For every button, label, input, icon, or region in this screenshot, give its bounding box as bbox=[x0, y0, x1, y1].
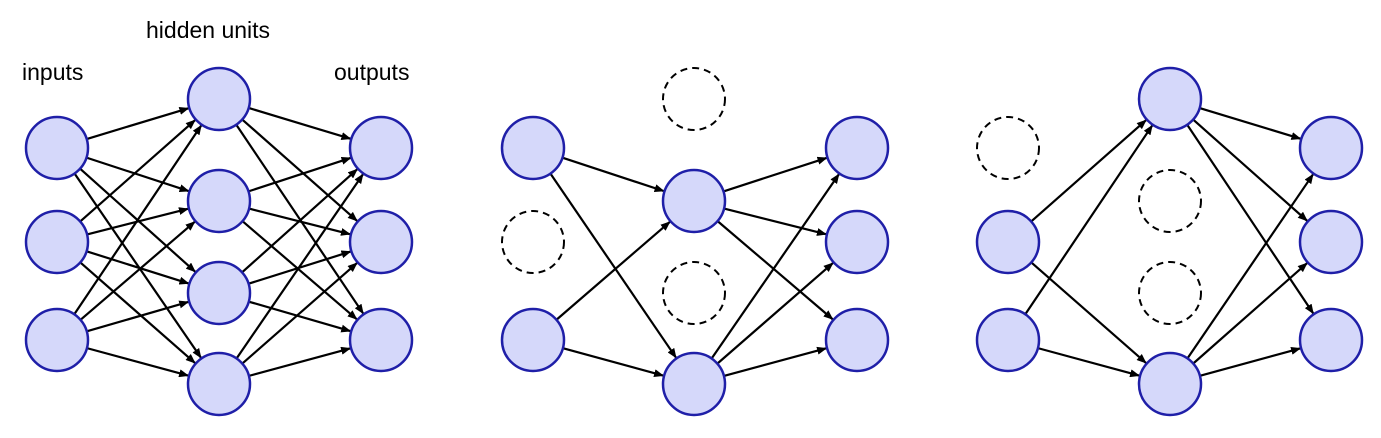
edge-input-1-hidden-3 bbox=[79, 261, 196, 364]
edge-input-1-hidden-2 bbox=[86, 250, 190, 285]
edge-hidden-1-output-0 bbox=[248, 156, 352, 193]
hidden-node-1 bbox=[186, 168, 252, 234]
output-node-1 bbox=[348, 209, 414, 275]
input-node-0 bbox=[24, 115, 90, 181]
input-node-1-dropped bbox=[501, 210, 565, 274]
edge-hidden-0-output-1 bbox=[1192, 118, 1308, 222]
output-node-1 bbox=[824, 209, 890, 275]
edge-input-1-hidden-0 bbox=[79, 119, 196, 223]
edge-input-2-hidden-0 bbox=[1024, 124, 1154, 315]
edge-hidden-0-output-0 bbox=[1199, 106, 1302, 140]
edge-hidden-0-output-2 bbox=[235, 124, 365, 315]
input-node-0 bbox=[500, 115, 566, 181]
input-node-0-dropped bbox=[976, 116, 1040, 180]
edge-input-2-hidden-1 bbox=[79, 221, 196, 321]
edge-input-2-hidden-1 bbox=[555, 221, 671, 321]
edge-hidden-3-output-1 bbox=[241, 262, 358, 365]
edge-input-2-hidden-3 bbox=[1037, 347, 1141, 378]
nodes bbox=[24, 66, 414, 417]
edge-input-2-hidden-3 bbox=[86, 347, 190, 378]
edge-hidden-2-output-2 bbox=[248, 300, 352, 333]
hidden-node-1-dropped bbox=[1138, 169, 1202, 233]
edge-hidden-1-output-0 bbox=[723, 156, 828, 193]
input-node-1 bbox=[975, 209, 1041, 275]
output-node-0 bbox=[824, 115, 890, 181]
edge-hidden-0-output-1 bbox=[241, 118, 358, 222]
input-node-1 bbox=[24, 209, 90, 275]
hidden-node-2 bbox=[186, 260, 252, 326]
edges bbox=[73, 106, 365, 378]
output-node-0 bbox=[348, 115, 414, 181]
edge-input-2-hidden-3 bbox=[562, 347, 665, 378]
edge-input-0-hidden-1 bbox=[86, 156, 190, 193]
output-node-2 bbox=[1298, 307, 1364, 373]
thinned-network-a bbox=[500, 67, 890, 417]
output-node-1 bbox=[1298, 209, 1364, 275]
hidden-node-0 bbox=[1137, 66, 1203, 132]
edge-hidden-3-output-0 bbox=[1186, 173, 1314, 360]
full-network bbox=[24, 66, 414, 417]
input-node-2 bbox=[500, 307, 566, 373]
edge-hidden-1-output-2 bbox=[716, 220, 834, 321]
nodes bbox=[975, 66, 1364, 417]
edge-input-2-hidden-2 bbox=[86, 300, 190, 333]
edges bbox=[1024, 106, 1315, 378]
input-node-2 bbox=[975, 307, 1041, 373]
input-node-2 bbox=[24, 307, 90, 373]
hidden-units-label: hidden units bbox=[146, 17, 270, 43]
output-node-0 bbox=[1298, 115, 1364, 181]
thinned-network-b bbox=[975, 66, 1364, 417]
networks-layer bbox=[24, 66, 1364, 417]
edge-input-2-hidden-0 bbox=[73, 124, 203, 315]
hidden-node-3 bbox=[186, 351, 252, 417]
edge-hidden-2-output-0 bbox=[241, 168, 358, 274]
hidden-node-3 bbox=[1137, 351, 1203, 417]
edge-input-0-hidden-3 bbox=[549, 172, 677, 359]
inputs-label: inputs bbox=[22, 59, 83, 85]
hidden-node-2-dropped bbox=[662, 261, 726, 325]
edge-input-0-hidden-3 bbox=[73, 172, 202, 359]
edge-hidden-0-output-0 bbox=[248, 106, 352, 140]
edge-hidden-3-output-2 bbox=[1199, 346, 1302, 377]
hidden-node-0 bbox=[186, 66, 252, 132]
output-node-2 bbox=[824, 307, 890, 373]
output-node-2 bbox=[348, 307, 414, 373]
edge-hidden-3-output-2 bbox=[723, 346, 828, 377]
hidden-node-0-dropped bbox=[662, 67, 726, 131]
hidden-node-3 bbox=[661, 351, 727, 417]
edge-hidden-3-output-1 bbox=[716, 262, 834, 365]
edge-input-1-hidden-0 bbox=[1030, 119, 1147, 223]
edge-hidden-3-output-0 bbox=[710, 173, 840, 360]
edge-input-0-hidden-0 bbox=[86, 107, 190, 141]
hidden-node-2-dropped bbox=[1138, 261, 1202, 325]
edges bbox=[549, 156, 840, 378]
edge-hidden-3-output-1 bbox=[1192, 262, 1308, 365]
edge-hidden-0-output-2 bbox=[1186, 124, 1315, 315]
edge-hidden-1-output-1 bbox=[723, 207, 827, 236]
outputs-label: outputs bbox=[334, 59, 409, 85]
hidden-node-1 bbox=[661, 168, 727, 234]
edge-input-0-hidden-1 bbox=[562, 156, 665, 193]
edge-hidden-1-output-2 bbox=[241, 220, 358, 320]
nodes bbox=[500, 67, 890, 417]
edge-hidden-3-output-2 bbox=[248, 346, 352, 377]
edge-input-1-hidden-3 bbox=[1030, 261, 1147, 364]
edge-hidden-3-output-0 bbox=[235, 173, 364, 360]
